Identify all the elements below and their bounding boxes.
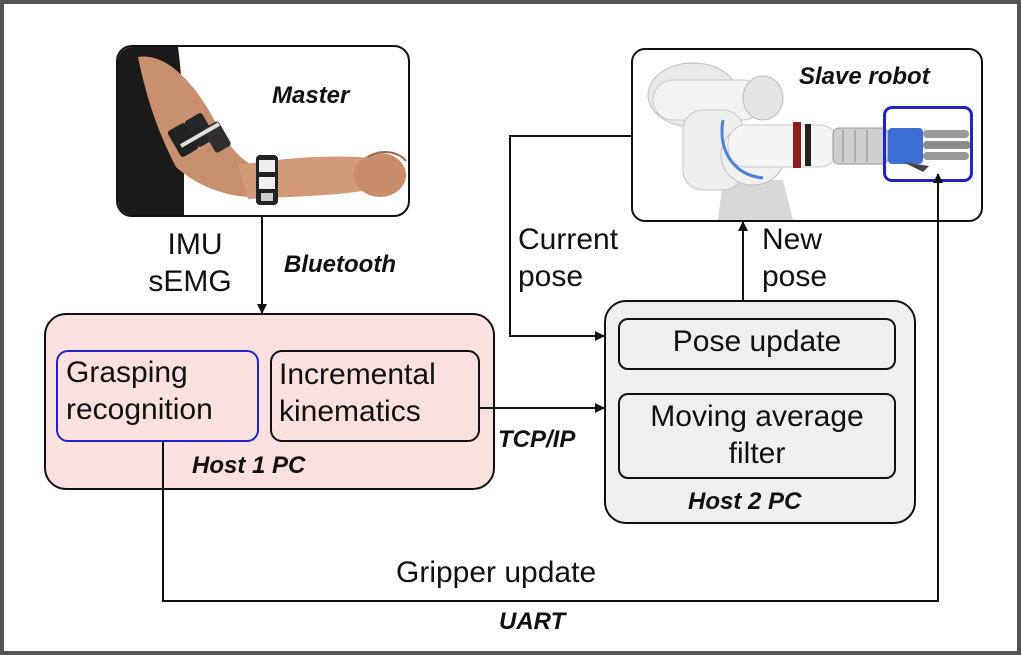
- new-pose-line2: pose: [762, 260, 828, 293]
- new-pose-line1: New: [762, 223, 823, 256]
- slave-robot-box: Slave robot: [631, 48, 983, 222]
- sensor-label-semg: sEMG: [148, 265, 232, 298]
- grasping-recognition-line1: Grasping: [66, 356, 188, 389]
- moving-average-filter-line2: filter: [728, 437, 786, 470]
- current-pose-line1: Current: [518, 223, 619, 256]
- grasping-recognition-line2: recognition: [66, 393, 213, 426]
- master-label: Master: [272, 82, 350, 109]
- bluetooth-label: Bluetooth: [284, 251, 396, 278]
- upper-armband: [167, 113, 231, 157]
- gripper-update-label: Gripper update: [396, 556, 597, 589]
- moving-average-filter-line1: Moving average: [650, 400, 864, 433]
- host1-label: Host 1 PC: [192, 452, 306, 479]
- slave-robot-image: [647, 62, 971, 220]
- uart-label: UART: [499, 608, 566, 635]
- forearm-armband: [256, 155, 278, 205]
- slave-robot-label: Slave robot: [799, 63, 930, 90]
- master-box: Master: [116, 45, 410, 217]
- sensor-label-imu: IMU: [167, 228, 223, 261]
- pose-update-label: Pose update: [672, 325, 842, 358]
- tcpip-label: TCP/IP: [498, 426, 576, 453]
- current-pose-line2: pose: [518, 260, 584, 293]
- incremental-kinematics-line2: kinematics: [279, 395, 421, 428]
- robot-hand-highlight: [883, 106, 973, 182]
- host2-label: Host 2 PC: [688, 488, 802, 515]
- incremental-kinematics-line1: Incremental: [279, 358, 436, 391]
- master-arm-image: [118, 47, 407, 215]
